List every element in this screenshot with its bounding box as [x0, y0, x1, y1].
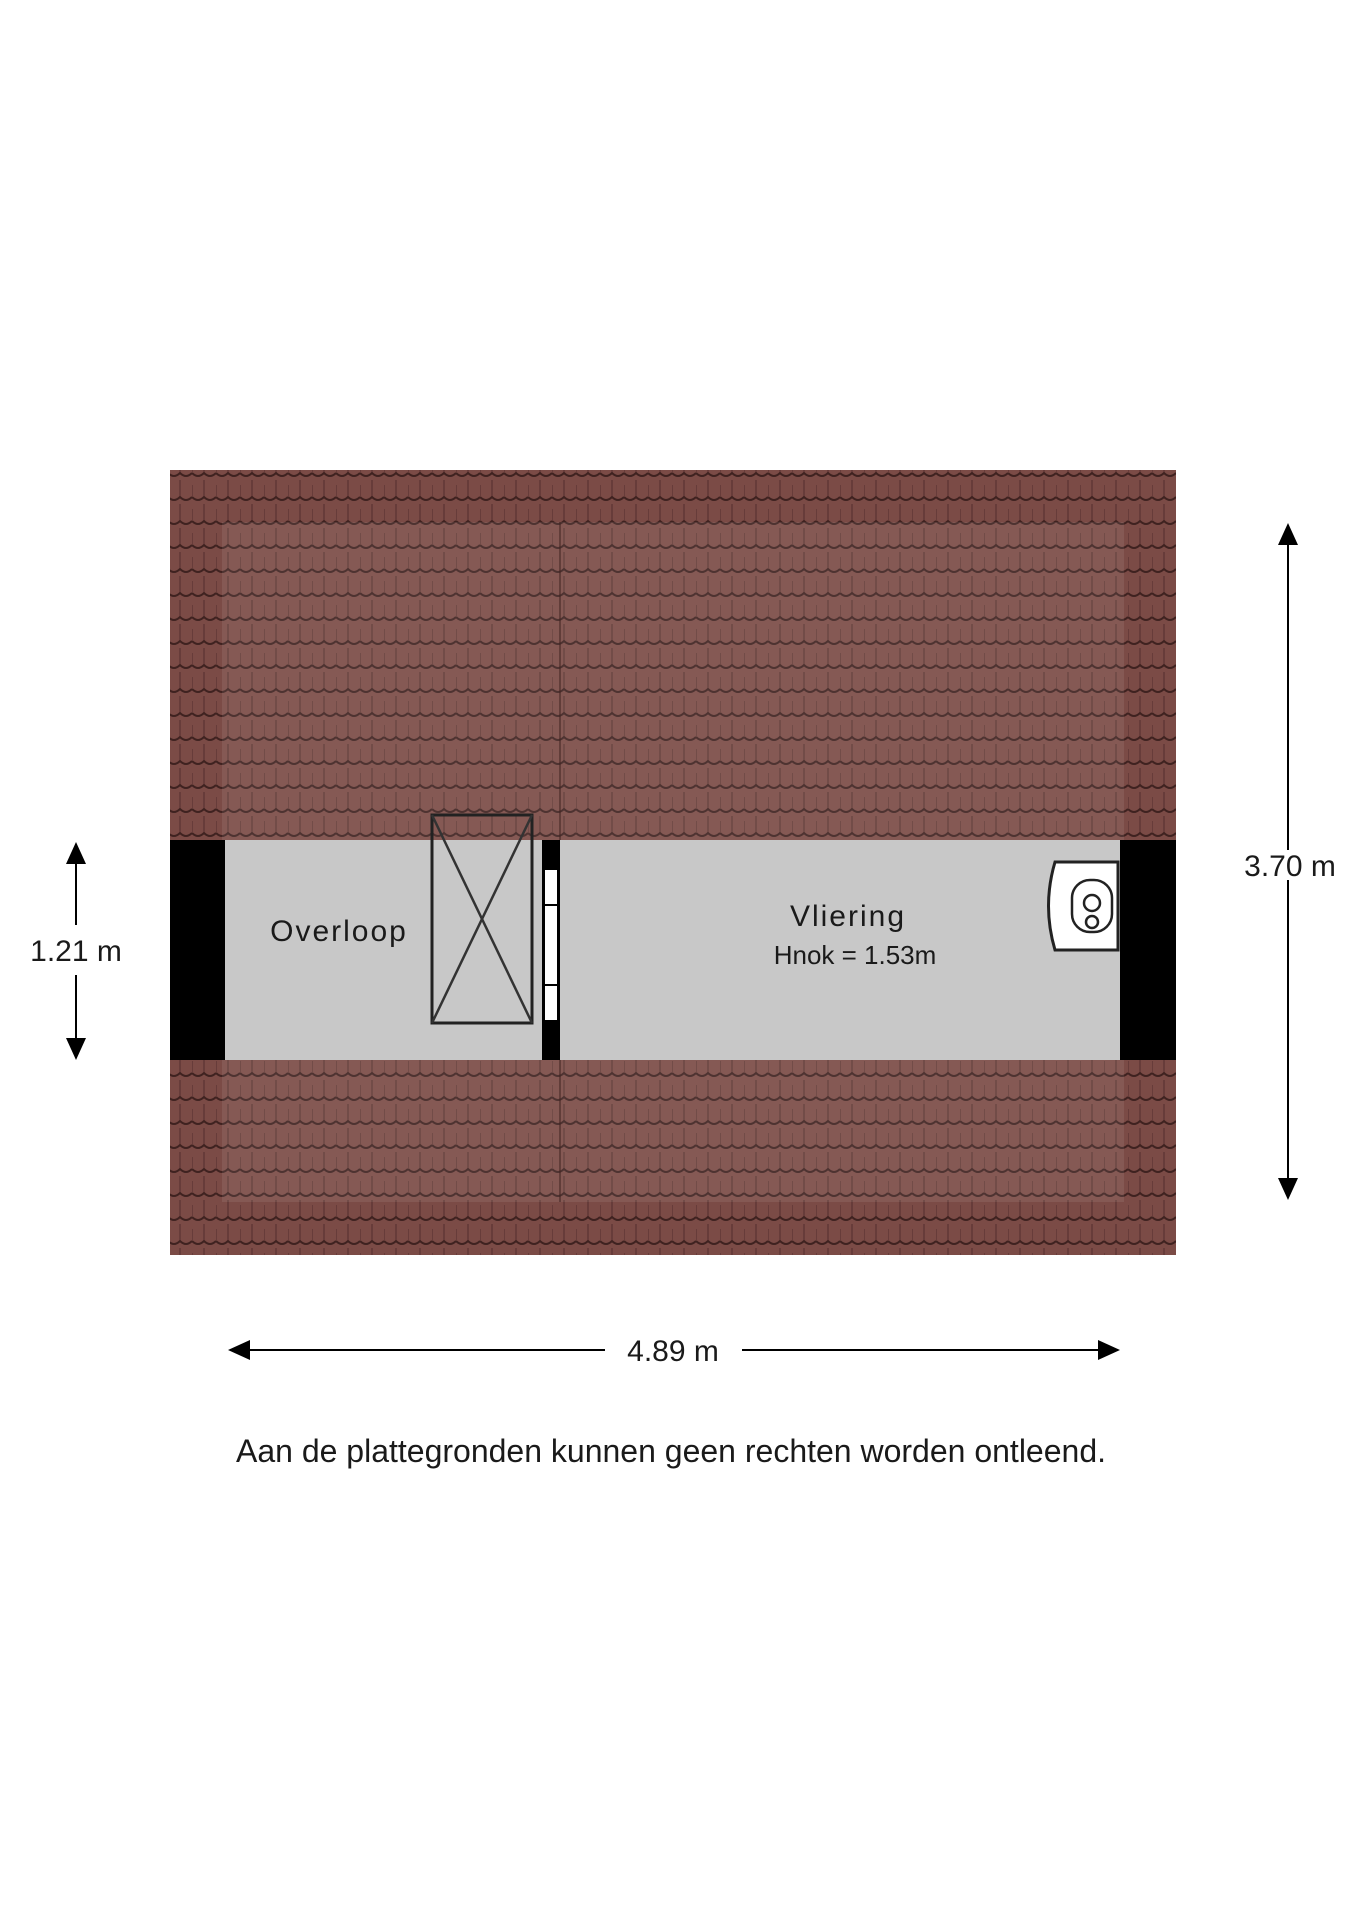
floor-overloop	[225, 840, 542, 1060]
partition-wall	[542, 840, 560, 1060]
boiler-icon	[1047, 860, 1120, 952]
floor-vliering	[560, 840, 1120, 1060]
roof-tiles-top	[170, 470, 1176, 840]
dimension-width-label: 4.89 m	[627, 1335, 719, 1368]
dimension-depth-label: 3.70 m	[1244, 850, 1336, 883]
room-height-vliering: Hnok = 1.53m	[774, 940, 937, 970]
wall-right	[1120, 840, 1176, 1060]
wall-left	[170, 840, 225, 1060]
room-label-overloop: Overloop	[270, 915, 408, 948]
dimension-depth: 3.70 m	[1244, 523, 1336, 1200]
disclaimer-text: Aan de plattegronden kunnen geen rechten…	[236, 1433, 1106, 1469]
dimension-room-depth: 1.21 m	[30, 842, 122, 1060]
staircase-opening	[430, 813, 534, 1025]
room-label-vliering: Vliering	[790, 900, 906, 933]
dimension-width: 4.89 m	[228, 1335, 1120, 1368]
dimension-room-depth-label: 1.21 m	[30, 935, 122, 968]
roof-tiles-bottom	[170, 1060, 1176, 1255]
